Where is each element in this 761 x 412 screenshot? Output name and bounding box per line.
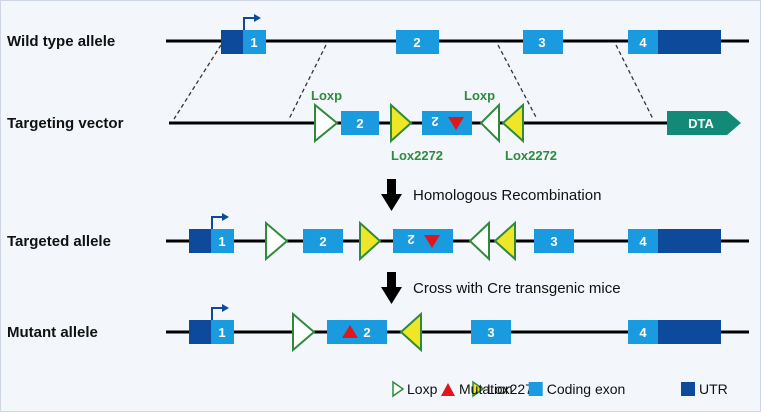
targeted-loxp-2-icon xyxy=(468,220,490,262)
targeted-lox2272-1-icon xyxy=(359,220,382,262)
homology-guides xyxy=(173,44,654,120)
wt-promoter-icon xyxy=(243,14,261,30)
wt-utr-3 xyxy=(658,30,721,54)
vector-loxp-1-label: Loxp xyxy=(311,88,342,103)
mutant-exon-2 xyxy=(327,320,387,344)
label-mutant: Mutant allele xyxy=(7,324,98,341)
wt-exon-3 xyxy=(523,30,563,54)
mutant-exon-3 xyxy=(471,320,511,344)
legend-lox2272-label: Lox2272 xyxy=(487,381,541,397)
targeted-exon-4-label: 4 xyxy=(639,234,647,249)
vector-exon-2-inverted xyxy=(422,111,472,135)
targeted-exon-3-label: 3 xyxy=(550,234,557,249)
wt-utr-5 xyxy=(221,30,243,54)
targeted-exon-2-label: 2 xyxy=(319,234,326,249)
wt-exon-4-label: 4 xyxy=(639,35,647,50)
mutant-exon-4-label: 4 xyxy=(639,325,647,340)
targeted-exon-2-inverted-label: 2 xyxy=(407,232,414,247)
targeted-utr-5 xyxy=(189,229,211,253)
label-targeted: Targeted allele xyxy=(7,233,111,250)
vector-exon-2-inverted-label: 2 xyxy=(431,114,438,129)
vector-mutation-icon xyxy=(448,117,464,130)
mutant-lox2272-icon xyxy=(399,311,422,353)
legend: Loxp Lox2272 Mutation xyxy=(392,380,728,398)
wt-exon-2-label: 2 xyxy=(413,35,420,50)
mutant-exon-4 xyxy=(628,320,658,344)
dta-cassette: DTA xyxy=(667,111,741,135)
vector-lox2272-2-icon xyxy=(501,102,524,144)
mutant-exon-1 xyxy=(211,320,234,344)
vector-lox2272-1-icon xyxy=(390,102,413,144)
targeted-mutation-icon xyxy=(424,235,440,248)
wt-exon-1 xyxy=(243,30,266,54)
legend-coding-exon-label: Coding exon xyxy=(547,381,626,397)
targeted-exon-2 xyxy=(303,229,343,253)
targeted-exon-2-inverted xyxy=(393,229,453,253)
vector-lox2272-1-label: Lox2272 xyxy=(391,148,443,163)
vector-loxp-2-icon xyxy=(479,102,500,144)
label-targeting-vector: Targeting vector xyxy=(7,115,124,132)
mutant-utr-3 xyxy=(658,320,721,344)
targeted-loxp-1-icon xyxy=(265,220,289,262)
mutant-exon-2-label: 2 xyxy=(363,325,370,340)
targeted-promoter-icon xyxy=(211,213,229,229)
targeted-utr-3 xyxy=(658,229,721,253)
mutant-exon-1-label: 1 xyxy=(218,325,225,340)
arrow-down-icon xyxy=(381,179,402,211)
legend-coding-exon-icon xyxy=(528,382,543,396)
targeted-lox2272-2-icon xyxy=(493,220,516,262)
targeted-exon-1-label: 1 xyxy=(218,234,225,249)
vector-lox2272-2-label: Lox2272 xyxy=(505,148,557,163)
legend-mutation-label: Mutation xyxy=(459,381,513,397)
label-wild-type: Wild type allele xyxy=(7,33,115,50)
legend-utr-icon xyxy=(681,382,695,396)
wt-exon-1-label: 1 xyxy=(250,35,257,50)
mutant-utr-5 xyxy=(189,320,211,344)
dta-label: DTA xyxy=(688,116,714,131)
mutant-mutation-icon xyxy=(342,325,358,338)
vector-exon-2 xyxy=(341,111,379,135)
vector-loxp-1-icon xyxy=(314,102,339,144)
targeted-exon-3 xyxy=(534,229,574,253)
legend-utr-label: UTR xyxy=(699,381,728,397)
vector-loxp-2-label: Loxp xyxy=(464,88,495,103)
step-cross-cre: Cross with Cre transgenic mice xyxy=(413,280,621,297)
mutant-promoter-icon xyxy=(211,304,229,320)
wt-exon-4 xyxy=(628,30,658,54)
legend-loxp-label: Loxp xyxy=(407,381,438,397)
vector-exon-2-label: 2 xyxy=(356,116,363,131)
targeted-exon-4 xyxy=(628,229,658,253)
legend-lox2272-icon xyxy=(472,380,485,398)
mutant-exon-3-label: 3 xyxy=(487,325,494,340)
wt-exon-2 xyxy=(396,30,439,54)
wt-exon-3-label: 3 xyxy=(538,35,545,50)
mutant-loxp-icon xyxy=(292,311,316,353)
targeted-exon-1 xyxy=(211,229,234,253)
legend-mutation-icon xyxy=(441,383,455,396)
arrow-down-icon xyxy=(381,272,402,304)
legend-loxp-icon xyxy=(392,380,405,398)
step-homologous-recombination: Homologous Recombination xyxy=(413,187,601,204)
